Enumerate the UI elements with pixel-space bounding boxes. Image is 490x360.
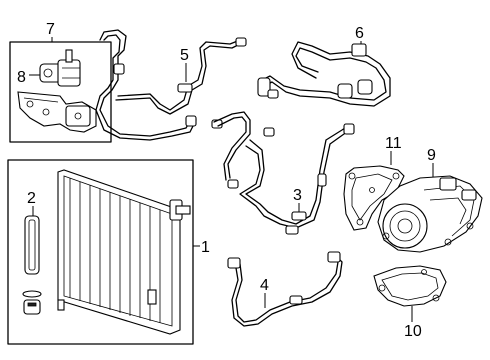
part-4-line [227, 251, 343, 327]
part-5-hose [95, 29, 247, 141]
leader-lines [29, 37, 434, 322]
callout-11: 11 [385, 135, 402, 152]
callout-8: 8 [17, 69, 26, 86]
part-8-valve [39, 49, 81, 87]
callout-6: 6 [355, 25, 364, 42]
callout-9: 9 [427, 147, 436, 164]
callout-4: 4 [260, 277, 269, 294]
callout-1: 1 [201, 239, 210, 256]
part-7-bracket [17, 91, 97, 133]
part-6-hose [257, 41, 391, 107]
part-2-drier [22, 215, 42, 315]
part-9-compressor [377, 175, 483, 253]
callout-10: 10 [404, 323, 422, 340]
callout-5: 5 [180, 47, 189, 64]
box-1-2 [7, 159, 194, 345]
callout-2: 2 [27, 190, 36, 207]
part-10-shield [373, 265, 447, 307]
part-3-line [213, 111, 355, 235]
callout-3: 3 [293, 187, 302, 204]
part-1-condenser [57, 169, 191, 335]
callout-7: 7 [46, 21, 55, 38]
part-11-bracket [343, 165, 405, 231]
box-7-8 [9, 41, 112, 143]
